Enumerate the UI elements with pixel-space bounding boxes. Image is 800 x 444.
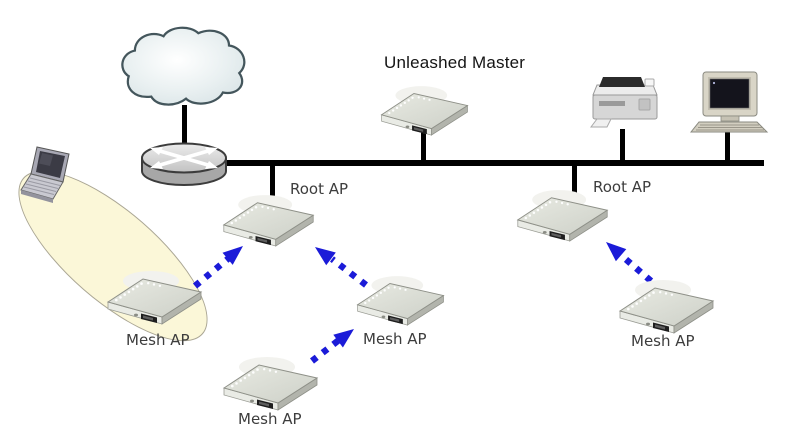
mesh-ap-bottom-middle-label: Mesh AP: [238, 410, 302, 428]
ethernet-backbone: [184, 160, 764, 166]
mesh-ap-right-label: Mesh AP: [631, 332, 695, 350]
unleashed-master-ap-icon: [377, 85, 473, 139]
master-backbone-link: [421, 130, 426, 162]
root-ap-2-icon: [513, 189, 613, 245]
arrowhead-bottom-to-middle: [333, 329, 354, 348]
root-ap-2-label: Root AP: [593, 178, 652, 196]
mesh-ap-left-label: Mesh AP: [126, 331, 190, 349]
root-ap-1-icon: [219, 194, 319, 250]
desktop-computer-icon: [690, 70, 770, 134]
computer-backbone-link: [725, 131, 730, 162]
mesh-ap-bottom-middle-icon: [219, 356, 323, 414]
cloud-icon: [116, 25, 252, 113]
mesh-ap-right-icon: [615, 279, 719, 337]
cloud-router-link: [182, 105, 187, 147]
laptop-icon: [20, 146, 84, 210]
printer-icon: [588, 73, 662, 131]
printer-backbone-link: [620, 129, 625, 162]
mesh-ap-middle-right-label: Mesh AP: [363, 330, 427, 348]
root-ap-1-backbone-link: [270, 163, 275, 206]
root-ap-1-label: Root AP: [290, 180, 349, 198]
mesh-ap-left-icon: [103, 270, 207, 328]
diagram-title: Unleashed Master: [384, 53, 526, 72]
router-icon: [138, 138, 230, 192]
root-ap-2-backbone-link: [572, 163, 577, 198]
mesh-link-arrow-right-to-root2: [619, 253, 654, 284]
mesh-ap-middle-right-icon: [353, 275, 449, 329]
